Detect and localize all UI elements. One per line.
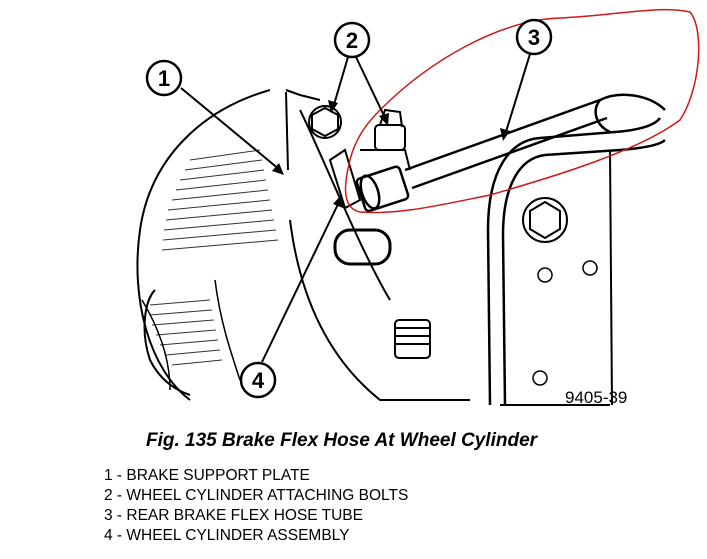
svg-text:3: 3 [528, 25, 540, 50]
figure-code: 9405-39 [565, 388, 627, 407]
svg-text:1: 1 [158, 66, 170, 91]
callout-4: 4 [239, 194, 343, 399]
legend-item-4: 4 - WHEEL CYLINDER ASSEMBLY [104, 527, 350, 544]
legend-list: 1 - BRAKE SUPPORT PLATE 2 - WHEEL CYLIND… [104, 466, 408, 546]
legend-item-3: 3 - REAR BRAKE FLEX HOSE TUBE [104, 507, 363, 524]
bracket-drawing [486, 93, 666, 406]
svg-text:2: 2 [346, 28, 358, 53]
callout-3: 3 [500, 18, 553, 141]
figure-title: Fig. 135 Brake Flex Hose At Wheel Cylind… [146, 430, 538, 451]
callout-1: 1 [145, 59, 284, 175]
legend-item-1: 1 - BRAKE SUPPORT PLATE [104, 467, 310, 484]
callout-2: 2 [328, 21, 389, 126]
plate-shading [149, 149, 279, 366]
flex-hose-tube [355, 98, 608, 213]
svg-text:4: 4 [252, 368, 265, 393]
wheel-cylinder-drawing [328, 148, 431, 359]
highlight-outline [344, 8, 700, 214]
legend-item-2: 2 - WHEEL CYLINDER ATTACHING BOLTS [104, 487, 409, 504]
